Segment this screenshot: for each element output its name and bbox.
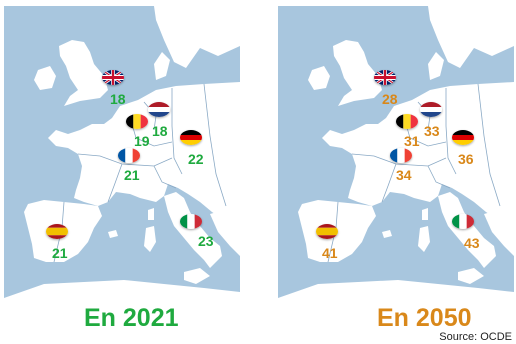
year-label-2050: En 2050 — [377, 304, 472, 332]
be-value: 19 — [134, 133, 150, 149]
uk-flag-icon — [102, 70, 124, 85]
nl-value: 33 — [424, 123, 440, 139]
es-value: 21 — [52, 245, 68, 261]
de-flag-icon — [452, 130, 474, 145]
be-flag-icon — [126, 114, 148, 129]
es-flag-icon — [46, 224, 68, 239]
de-flag-icon — [180, 130, 202, 145]
de-value: 36 — [458, 151, 474, 167]
uk-flag-icon — [374, 70, 396, 85]
source-note: Source: OCDE — [439, 331, 512, 343]
it-value: 23 — [198, 233, 214, 249]
year-label-2021: En 2021 — [84, 304, 179, 332]
fr-flag-icon — [390, 148, 412, 163]
de-value: 22 — [188, 151, 204, 167]
es-value: 41 — [322, 245, 338, 261]
map-2021: 18 18 19 22 21 21 23 — [4, 6, 240, 302]
nl-value: 18 — [152, 123, 168, 139]
it-flag-icon — [180, 214, 202, 229]
it-value: 43 — [464, 235, 480, 251]
es-flag-icon — [316, 224, 338, 239]
map-2050: 28 33 31 36 34 41 43 — [278, 6, 514, 302]
be-flag-icon — [396, 114, 418, 129]
it-flag-icon — [452, 214, 474, 229]
fr-flag-icon — [118, 148, 140, 163]
nl-flag-icon — [420, 102, 442, 117]
fr-value: 21 — [124, 167, 140, 183]
fr-value: 34 — [396, 167, 412, 183]
be-value: 31 — [404, 133, 420, 149]
nl-flag-icon — [148, 102, 170, 117]
uk-value: 28 — [382, 91, 398, 107]
uk-value: 18 — [110, 91, 126, 107]
